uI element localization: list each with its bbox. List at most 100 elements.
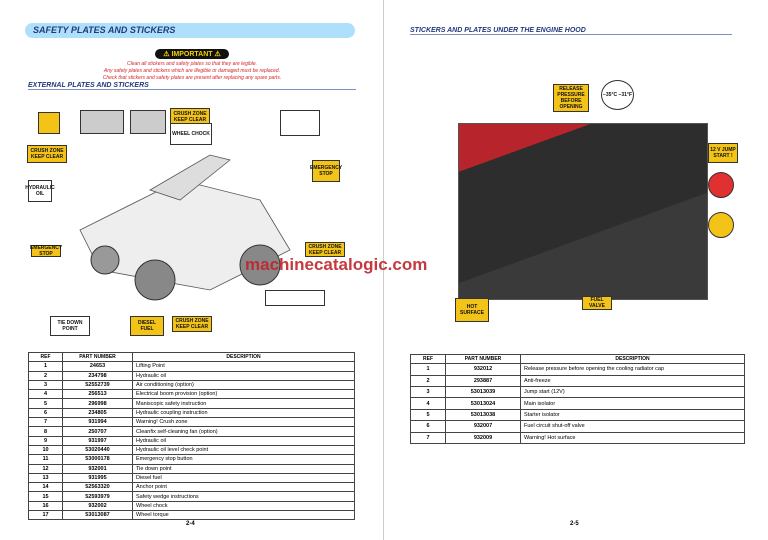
section-heading: STICKERS AND PLATES UNDER THE ENGINE HOO… — [410, 27, 732, 35]
ref-cell: 7 — [28, 417, 63, 428]
sticker-hot-surface: HOT SURFACE — [455, 298, 489, 322]
part-number-cell: 932009 — [445, 431, 521, 445]
description-cell: Lifting Point — [132, 361, 355, 372]
part-number-cell: 932002 — [62, 500, 133, 512]
watermark: machinecatalogic.com — [245, 255, 428, 274]
part-number-cell: 53020440 — [62, 444, 133, 456]
engine-photo — [458, 123, 708, 300]
sticker-antifreeze: −35°C −31°F — [601, 80, 634, 110]
description-cell: Jump start (12V) — [520, 386, 745, 399]
notice-line: Any safety plates and stickers which are… — [103, 68, 281, 74]
sticker-diesel: DIESEL FUEL — [130, 316, 164, 336]
sticker-crush-zone: CRUSH ZONE KEEP CLEAR — [305, 242, 345, 257]
notice-line: Check that stickers and safety plates ar… — [102, 75, 282, 81]
part-number-cell: 932007 — [445, 420, 521, 433]
ref-cell: 13 — [28, 472, 63, 484]
description-cell: Anti-freeze — [520, 374, 745, 388]
sticker-emergency-stop: EMERGENCY STOP — [310, 160, 342, 182]
sticker-jump-start: 12 V JUMP START ! — [708, 143, 738, 163]
ref-cell: 9 — [28, 435, 63, 446]
part-number-cell: 53000178 — [62, 454, 133, 465]
ref-cell: 3 — [410, 386, 446, 399]
ref-cell: 1 — [410, 363, 446, 376]
part-number-cell: 53013024 — [445, 397, 521, 410]
page-number: 2-5 — [570, 521, 579, 527]
part-number-cell: 53013087 — [62, 510, 133, 521]
part-number-cell: 932012 — [445, 363, 521, 376]
part-number-cell: 931997 — [62, 435, 133, 446]
part-number-cell: 234805 — [62, 407, 133, 419]
part-number-cell: 53013038 — [445, 408, 521, 422]
sticker-main-isolator — [708, 172, 734, 198]
sticker-crush-zone: CRUSH ZONE KEEP CLEAR — [172, 316, 212, 332]
col-part: PART NUMBER — [62, 351, 133, 363]
sticker-wheel-chock: WHEEL CHOCK — [170, 123, 212, 145]
col-ref: REF — [410, 353, 446, 365]
sticker-starter-isolator — [708, 212, 734, 238]
sticker-hydraulic-oil-level — [38, 112, 60, 134]
sticker-symbols — [280, 110, 320, 136]
description-cell: Main isolator — [520, 397, 745, 410]
ref-cell: 6 — [410, 420, 446, 433]
description-cell: Tie down point — [132, 463, 355, 474]
col-desc: DESCRIPTION — [520, 353, 745, 365]
section-heading: EXTERNAL PLATES AND STICKERS — [28, 82, 356, 90]
col-desc: DESCRIPTION — [132, 351, 355, 363]
part-number-cell: 53013039 — [445, 386, 521, 399]
ref-cell: 16 — [28, 500, 63, 512]
col-ref: REF — [28, 351, 63, 363]
important-notice: ⚠ IMPORTANT ⚠ Clean all stickers and saf… — [0, 43, 384, 82]
ref-cell: 6 — [28, 407, 63, 419]
part-number-cell: 932001 — [62, 463, 133, 474]
description-cell: Starter isolator — [520, 408, 745, 422]
notice-line: Clean all stickers and safety plates so … — [126, 61, 258, 67]
description-cell: Hydraulic oil — [132, 435, 355, 446]
description-cell: Diesel fuel — [132, 472, 355, 484]
description-cell: Anchor point — [132, 482, 355, 493]
ref-cell: 10 — [28, 444, 63, 456]
sticker-tie-down: TIE DOWN POINT — [50, 316, 90, 336]
ref-cell: 2 — [28, 370, 63, 381]
sticker-emergency-stop: EMERGENCY STOP — [29, 245, 63, 257]
ref-cell: 14 — [28, 482, 63, 493]
left-page: SAFETY PLATES AND STICKERS ⚠ IMPORTANT ⚠… — [0, 0, 384, 540]
ref-cell: 12 — [28, 463, 63, 474]
description-cell: Wheel torque — [132, 510, 355, 521]
part-number-cell: 52552739 — [62, 379, 133, 391]
sticker-release-pressure: RELEASE PRESSURE BEFORE OPENING — [553, 84, 589, 112]
part-number-cell: 52593979 — [62, 491, 133, 502]
sticker-crush-zone: CRUSH ZONE KEEP CLEAR — [27, 145, 67, 163]
part-number-cell: 52563320 — [62, 482, 133, 493]
part-number-cell: 931994 — [62, 417, 133, 428]
description-cell: Maniscopic safety instruction — [132, 398, 355, 409]
col-part: PART NUMBER — [445, 353, 521, 365]
ref-cell: 11 — [28, 454, 63, 465]
page-number: 2-4 — [186, 521, 195, 527]
ref-cell: 17 — [28, 510, 63, 521]
sticker-fuel-valve: FUEL VALVE — [582, 296, 612, 310]
ref-cell: 2 — [410, 374, 446, 388]
description-cell: Fuel circuit shut-off valve — [520, 420, 745, 433]
